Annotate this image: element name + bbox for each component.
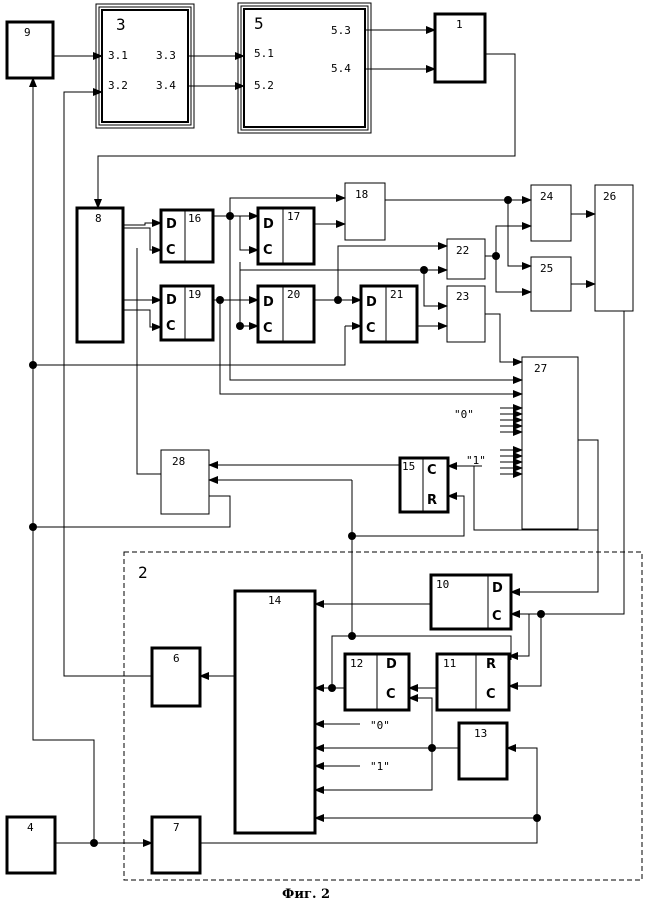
const-zero-14: "0" [370, 719, 390, 732]
port-3-1: 3.1 [108, 49, 128, 62]
block-27-label: 27 [534, 362, 547, 375]
svg-text:C: C [366, 321, 376, 336]
svg-text:C: C [486, 687, 496, 702]
block-26: 26 [595, 185, 633, 311]
block-20-label: 20 [287, 288, 300, 301]
svg-text:D: D [366, 295, 377, 310]
block-18: 18 [345, 183, 385, 240]
block-6: 6 [152, 648, 200, 706]
svg-text:C: C [263, 321, 273, 336]
svg-text:C: C [427, 463, 437, 478]
block-7-label: 7 [173, 821, 180, 834]
svg-text:C: C [386, 687, 396, 702]
port-3-2: 3.2 [108, 79, 128, 92]
region-2-label: 2 [138, 563, 148, 582]
trigger-12: 12 D C [345, 654, 409, 710]
trigger-11: 11 R C [437, 654, 509, 710]
block-15-label: 15 [402, 460, 415, 473]
block-1-label: 1 [456, 18, 463, 31]
block-3-label: 3 [116, 15, 126, 34]
block-5-label: 5 [254, 14, 264, 33]
block-24: 24 [531, 185, 571, 241]
port-5-4: 5.4 [331, 62, 351, 75]
block-6-label: 6 [173, 652, 180, 665]
block-14: 14 [235, 591, 315, 833]
svg-text:D: D [263, 295, 274, 310]
block-4-label: 4 [27, 821, 34, 834]
trigger-20: D C 20 [258, 286, 314, 342]
block-23-label: 23 [456, 290, 469, 303]
svg-text:C: C [263, 243, 273, 258]
const-one-27: "1" [466, 454, 486, 467]
block-9: 9 [7, 22, 53, 78]
block-22: 22 [447, 239, 485, 279]
region-2-boundary [124, 552, 642, 880]
svg-text:D: D [492, 581, 503, 596]
port-5-2: 5.2 [254, 79, 274, 92]
block-17-label: 17 [287, 210, 300, 223]
trigger-15: 15 C R [400, 458, 448, 512]
block-1: 1 [435, 14, 485, 82]
block-5: 5 5.1 5.2 5.3 5.4 [238, 3, 371, 133]
block-13: 13 [459, 723, 507, 779]
svg-text:C: C [166, 243, 176, 258]
block-27: 27 [522, 357, 578, 529]
block-7: 7 [152, 817, 200, 873]
trigger-19: D C 19 [161, 286, 213, 340]
svg-text:R: R [427, 493, 437, 508]
svg-text:D: D [166, 293, 177, 308]
port-3-3: 3.3 [156, 49, 176, 62]
block-4: 4 [7, 817, 55, 873]
block-10-label: 10 [436, 578, 449, 591]
block-8: 8 [77, 208, 123, 342]
block-28: 28 [161, 450, 209, 514]
block-22-label: 22 [456, 244, 469, 257]
block-24-label: 24 [540, 190, 554, 203]
block-11-label: 11 [443, 657, 456, 670]
svg-text:D: D [166, 217, 177, 232]
figure-caption: Фиг. 2 [282, 887, 330, 902]
trigger-21: D C 21 [361, 286, 417, 342]
block-21-label: 21 [390, 288, 403, 301]
block-13-label: 13 [474, 727, 487, 740]
const-one-14: "1" [370, 760, 390, 773]
block-26-label: 26 [603, 190, 616, 203]
block-25: 25 [531, 257, 571, 311]
block-12-label: 12 [350, 657, 363, 670]
block-16-label: 16 [188, 212, 201, 225]
block-28-label: 28 [172, 455, 185, 468]
port-3-4: 3.4 [156, 79, 176, 92]
svg-text:D: D [263, 217, 274, 232]
svg-text:D: D [386, 657, 397, 672]
trigger-10: 10 D C [431, 575, 511, 629]
block-19-label: 19 [188, 288, 201, 301]
block-25-label: 25 [540, 262, 553, 275]
trigger-16: D C 16 [161, 210, 213, 262]
port-5-1: 5.1 [254, 47, 274, 60]
block-18-label: 18 [355, 188, 368, 201]
port-5-3: 5.3 [331, 24, 351, 37]
trigger-17: D C 17 [258, 208, 314, 264]
svg-text:C: C [166, 319, 176, 334]
block-23: 23 [447, 286, 485, 342]
block-9-label: 9 [24, 26, 31, 39]
block-14-label: 14 [268, 594, 282, 607]
svg-text:C: C [492, 609, 502, 624]
block-3: 3 3.1 3.3 3.2 3.4 [96, 4, 194, 128]
svg-text:R: R [486, 657, 496, 672]
block-8-label: 8 [95, 212, 102, 225]
const-zero-27: "0" [454, 408, 474, 421]
